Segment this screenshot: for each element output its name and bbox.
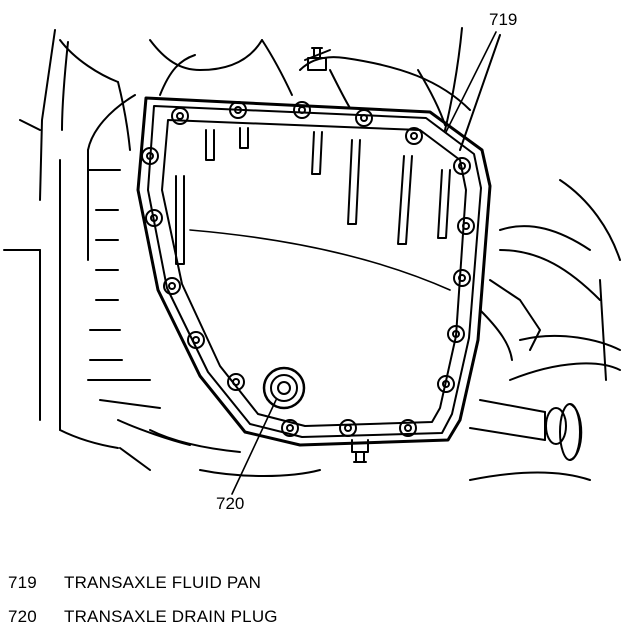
drain-plug (262, 366, 306, 410)
legend: 719 TRANSAXLE FLUID PAN 720 TRANSAXLE DR… (8, 566, 628, 634)
pan-bolt (437, 375, 455, 393)
pan-bolt (187, 331, 205, 349)
pan-bolt (227, 373, 245, 391)
pan-bolt (145, 209, 163, 227)
legend-row-drain-plug: 720 TRANSAXLE DRAIN PLUG (8, 600, 628, 634)
callout-720: 720 (216, 494, 245, 513)
leader-line-720 (231, 399, 277, 495)
pan-bolt (339, 419, 357, 437)
lower-stud (351, 439, 369, 463)
transaxle-pan-diagram (3, 27, 621, 495)
pan-ribs (175, 127, 451, 291)
pan-bolt (447, 325, 465, 343)
pan-bolt (405, 127, 423, 145)
legend-label: TRANSAXLE FLUID PAN (64, 573, 262, 592)
pan-bolt (163, 277, 181, 295)
pan-bolt (453, 157, 471, 175)
fluid-pan (136, 96, 492, 447)
pan-bolt (453, 269, 471, 287)
pan-bolt (281, 419, 299, 437)
pan-bolt (229, 101, 247, 119)
pan-bolt (399, 419, 417, 437)
legend-number: 720 (8, 607, 37, 626)
pan-bolt (171, 107, 189, 125)
legend-row-fluid-pan: 719 TRANSAXLE FLUID PAN (8, 566, 628, 600)
leader-line-719 (445, 31, 497, 133)
legend-number: 719 (8, 573, 37, 592)
legend-label: TRANSAXLE DRAIN PLUG (64, 607, 278, 626)
pan-bolt (141, 147, 159, 165)
axle-shaft (544, 403, 583, 461)
right-housing (444, 27, 621, 481)
upper-housing (149, 39, 471, 126)
pan-bolt (355, 109, 373, 127)
pan-bolt (293, 101, 311, 119)
pan-bolt (457, 217, 475, 235)
housing-bolt (307, 47, 327, 71)
pan-bolts (141, 101, 475, 437)
housing-outline (3, 29, 321, 477)
callout-719: 719 (489, 10, 518, 29)
